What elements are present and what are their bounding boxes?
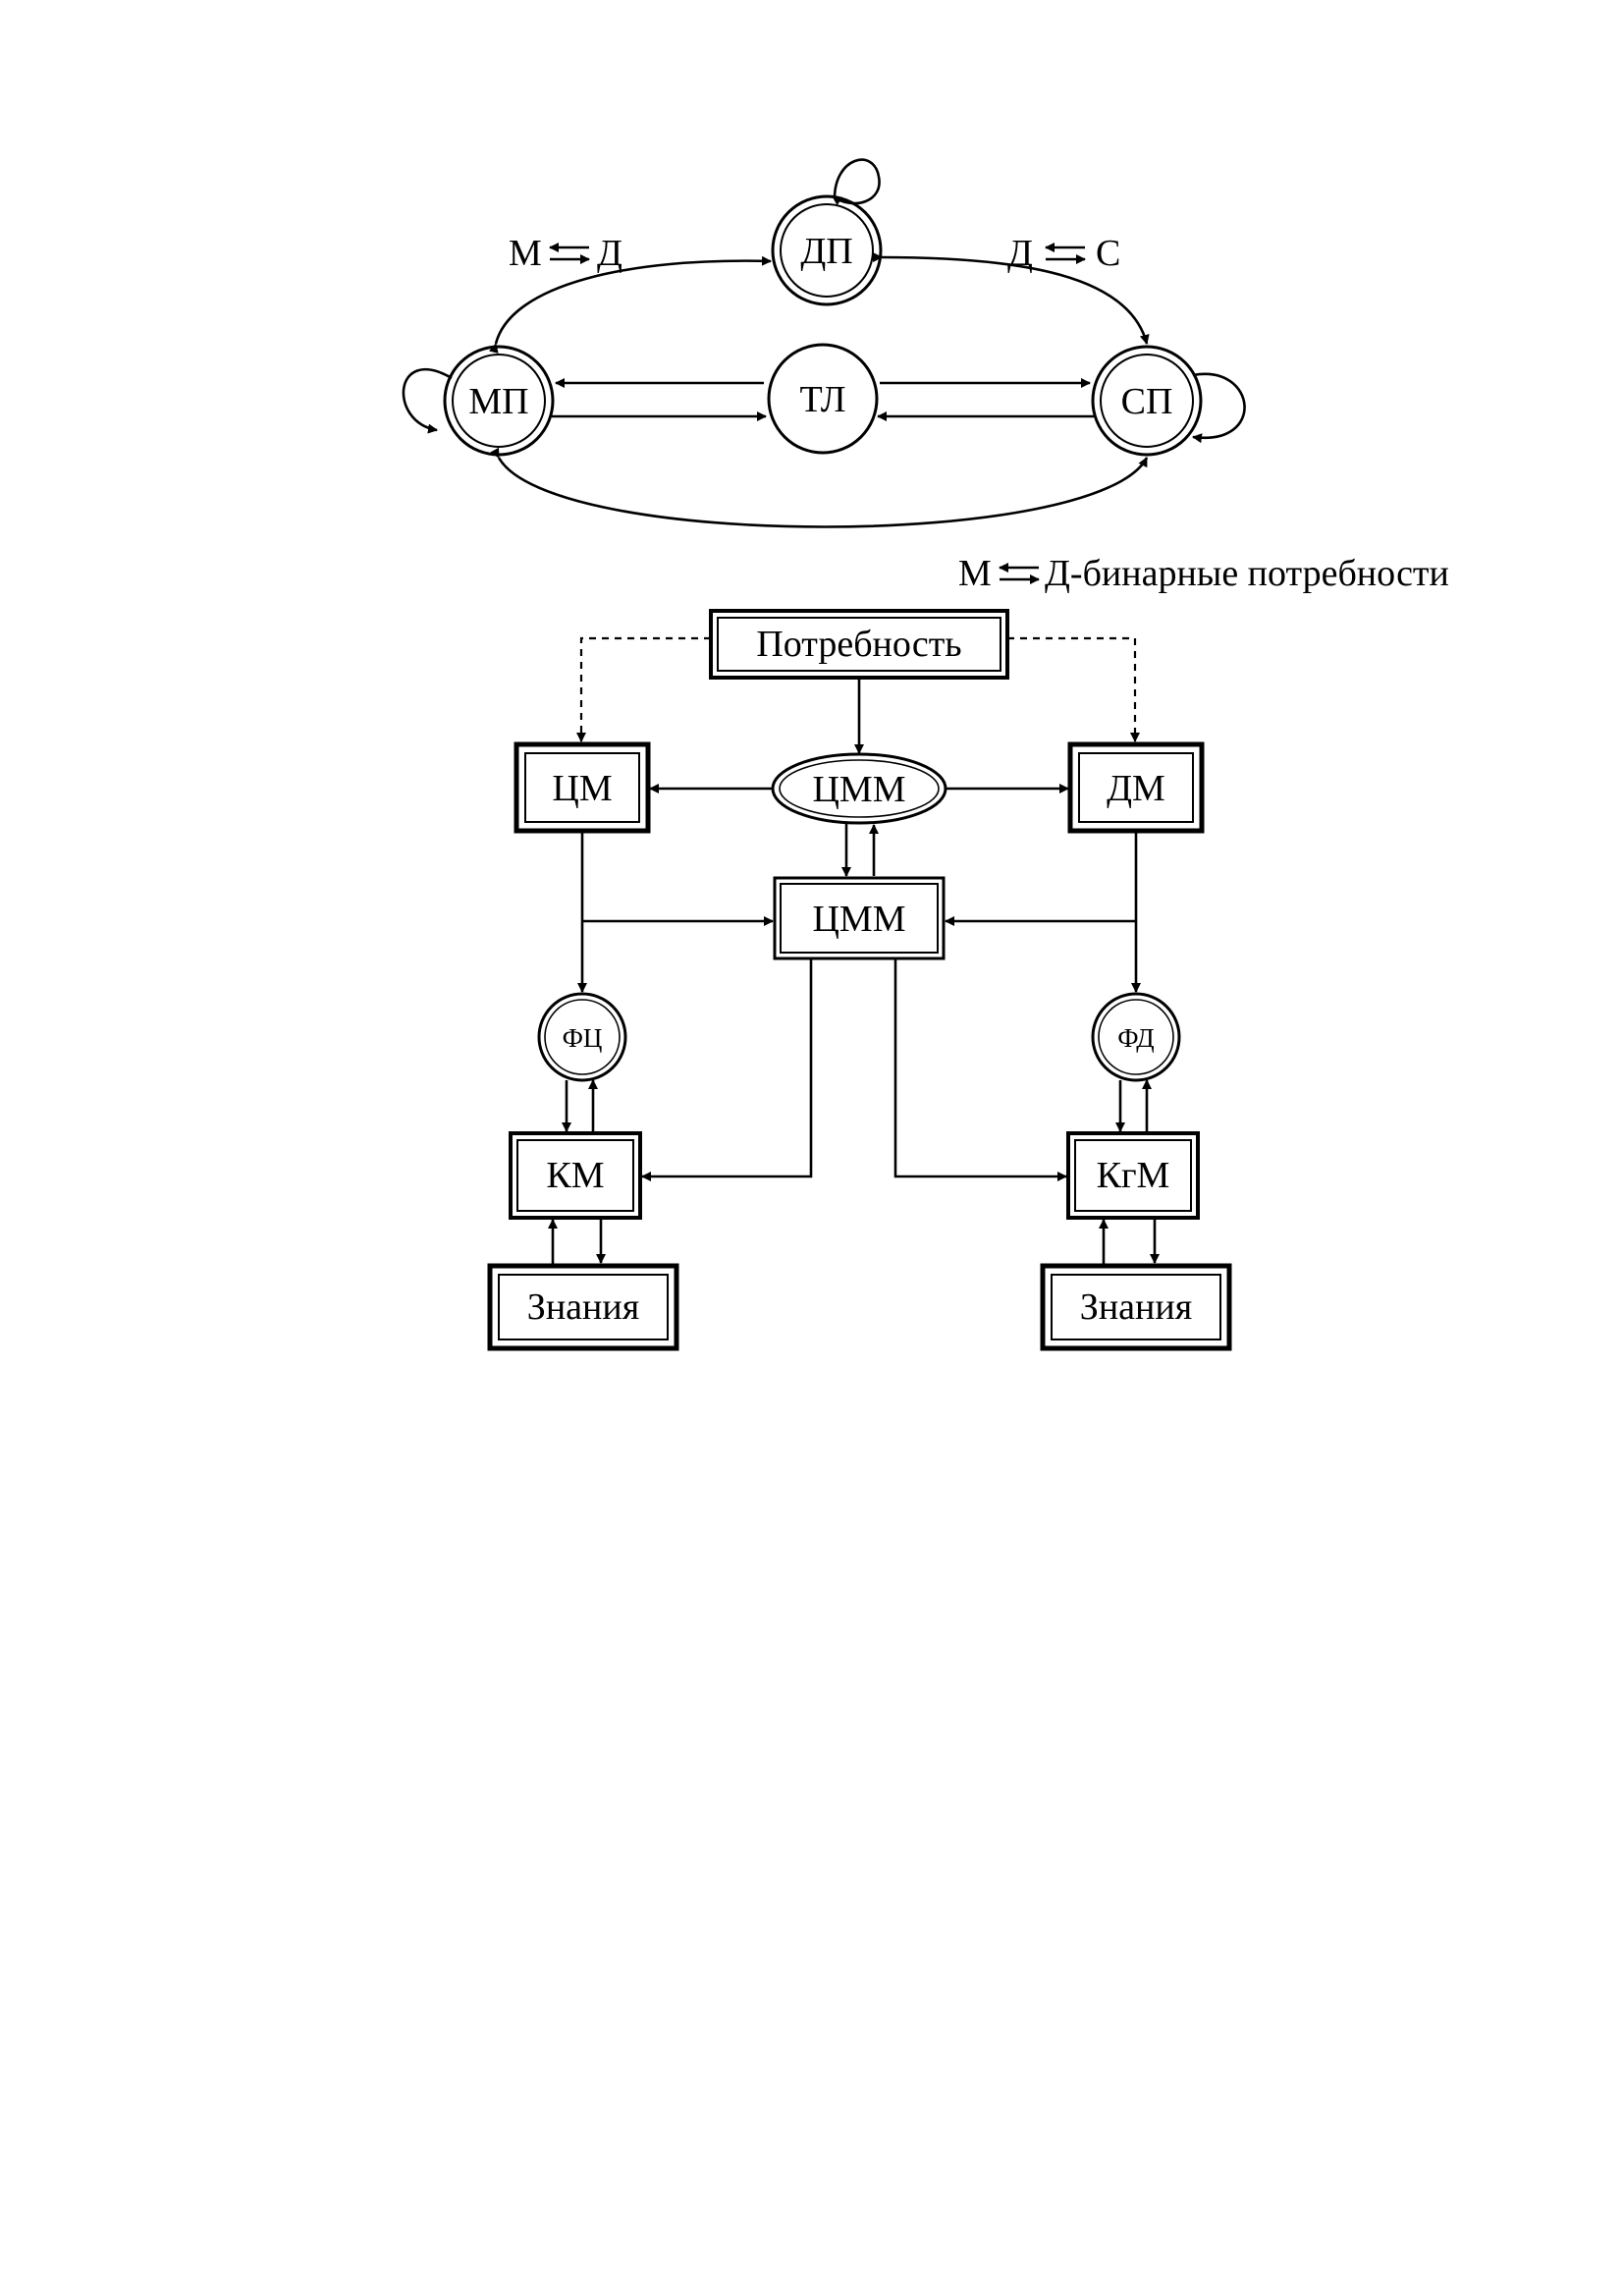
box-kgm-label: КгМ	[1097, 1155, 1170, 1196]
node-mp-label: МП	[468, 381, 528, 422]
node-dp-label: ДП	[800, 231, 852, 272]
box-knowledge-right: Знания	[1040, 1263, 1232, 1351]
edge-cmm-box-to-kgm	[893, 958, 1067, 1181]
box-need: Потребность	[709, 609, 1009, 680]
label-binary-needs: М Д-бинарные потребности	[958, 553, 1449, 594]
edge-need-to-cm-dashed	[576, 636, 711, 742]
self-loop-mp	[402, 368, 453, 434]
exchange-arrows-icon	[1045, 243, 1086, 264]
state-graph: ДП МП ТЛ СП	[402, 158, 1449, 594]
edge-mp-dp	[488, 255, 772, 354]
box-km: КМ	[509, 1131, 642, 1220]
box-cm-label: ЦМ	[552, 768, 612, 809]
self-loop-sp	[1192, 372, 1246, 444]
box-km-label: КМ	[546, 1155, 604, 1196]
label-binary-right: Д-бинарные потребности	[1045, 553, 1449, 594]
label-m-d-left: М	[509, 233, 542, 274]
label-binary-left: М	[958, 553, 992, 594]
node-sp: СП	[1091, 345, 1203, 457]
self-loop-dp	[832, 158, 881, 206]
flow-diagram: Потребность ЦМ ДМ ЦММ	[487, 609, 1232, 1351]
node-tl: ТЛ	[767, 343, 879, 455]
node-fc: ФЦ	[537, 992, 627, 1082]
edge-mp-sp	[490, 447, 1149, 528]
box-cm: ЦМ	[514, 741, 651, 834]
node-tl-label: ТЛ	[799, 379, 845, 420]
node-fd: ФД	[1091, 992, 1181, 1082]
exchange-arrows-icon	[549, 243, 590, 264]
ellipse-cmm-label: ЦММ	[812, 769, 905, 810]
box-cmm-label: ЦММ	[812, 899, 905, 940]
label-d-c: Д С	[1007, 233, 1120, 274]
box-need-label: Потребность	[756, 624, 961, 665]
box-dm-label: ДМ	[1107, 768, 1165, 809]
ellipse-cmm: ЦММ	[771, 752, 947, 825]
label-m-d-right: Д	[597, 233, 622, 274]
box-knowledge-left-label: Знания	[527, 1286, 639, 1328]
box-knowledge-left: Знания	[487, 1263, 679, 1351]
exchange-arrows-icon	[999, 563, 1040, 584]
node-dp: ДП	[771, 194, 883, 306]
node-fd-label: ФД	[1117, 1023, 1154, 1053]
label-m-d: М Д	[509, 233, 622, 274]
node-mp: МП	[443, 345, 555, 457]
label-d-c-right: С	[1096, 233, 1120, 274]
edge-dp-sp	[872, 251, 1150, 345]
node-sp-label: СП	[1121, 381, 1173, 422]
node-fc-label: ФЦ	[563, 1023, 603, 1053]
label-d-c-left: Д	[1007, 233, 1033, 274]
box-kgm: КгМ	[1066, 1131, 1200, 1220]
edge-need-to-dm-dashed	[1007, 636, 1140, 742]
box-cmm: ЦММ	[773, 876, 946, 960]
box-knowledge-right-label: Знания	[1080, 1286, 1192, 1328]
box-dm: ДМ	[1067, 741, 1205, 834]
edge-cmm-box-to-km	[641, 958, 813, 1181]
